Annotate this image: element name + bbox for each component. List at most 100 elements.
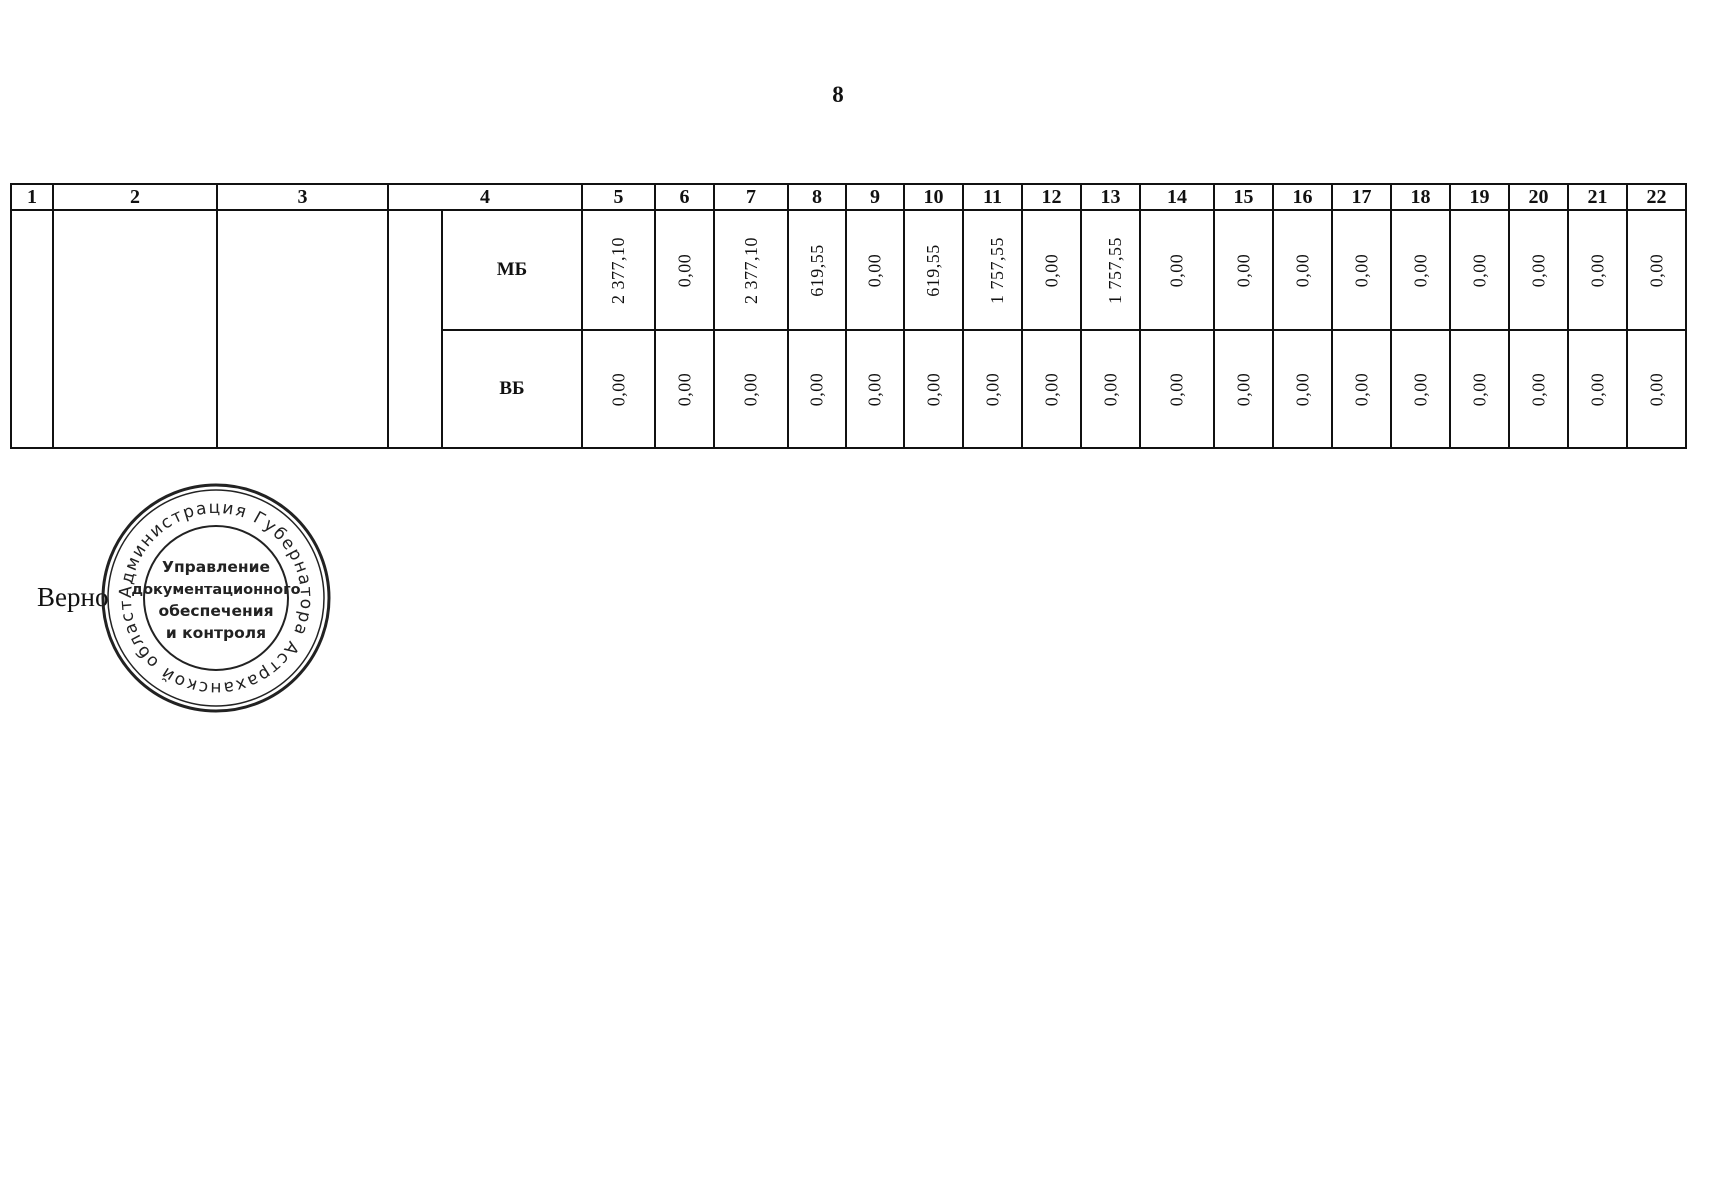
value-cell: 0,00 [1213,329,1274,449]
value-cell: 0,00 [1567,329,1628,449]
budget-table: 1 2 3 4 5 6 7 8 9 10 11 12 13 14 15 16 1… [10,183,1687,449]
value-cell: 0,00 [787,329,847,449]
value-cell: 0,00 [1508,209,1569,331]
seal-rings [101,483,331,713]
column-number: 8 [787,183,847,211]
value-cell: 0,00 [1331,329,1392,449]
value-cell: 2 377,10 [581,209,656,331]
value-cell: 619,55 [787,209,847,331]
empty-cell [216,209,389,449]
column-number: 10 [903,183,964,211]
value-text: 2 377,10 [740,236,761,304]
value-text: 0,00 [740,372,761,406]
column-number: 20 [1508,183,1569,211]
column-number: 16 [1272,183,1333,211]
value-cell: 0,00 [1139,329,1215,449]
value-text: 1 757,55 [1105,236,1125,304]
empty-cell [52,209,218,449]
column-number: 13 [1080,183,1141,211]
column-number-row: 1 2 3 4 5 6 7 8 9 10 11 12 13 14 15 16 1… [10,183,1687,211]
value-cell: 0,00 [1626,209,1687,331]
column-number: 22 [1626,183,1687,211]
value-text: 0,00 [1587,253,1607,287]
seal-center-line: обеспечения [158,602,273,620]
seal-center-line: Управление [162,558,270,576]
value-text: 0,00 [923,372,943,406]
column-number: 14 [1139,183,1215,211]
value-cell: 0,00 [713,329,789,449]
value-cell: 0,00 [654,209,715,331]
budget-source-cell: МБ [441,209,583,331]
value-text: 0,00 [1233,372,1253,406]
value-text: 619,55 [923,243,943,297]
column-number: 15 [1213,183,1274,211]
table-row: МБ 2 377,10 0,00 2 377,10 619,55 0,00 61… [10,209,1687,449]
value-cell: 0,00 [1080,329,1141,449]
value-cell: 0,00 [1021,329,1082,449]
value-cell: 0,00 [581,329,656,449]
value-text: 619,55 [806,243,827,297]
value-text: 0,00 [864,253,885,287]
value-text: 0,00 [1528,372,1548,406]
page-number: 8 [832,82,844,107]
value-cell: 0,00 [654,329,715,449]
certification-text: Верно [37,582,109,612]
value-text: 0,00 [1469,372,1489,406]
value-cell: 0,00 [1272,329,1333,449]
value-text: 0,00 [674,253,694,287]
column-number: 11 [962,183,1023,211]
value-cell: 2 377,10 [713,209,789,331]
seal-center-line: документационного [131,582,300,598]
column-number: 9 [845,183,905,211]
value-text: 0,00 [1041,253,1061,287]
column-number: 19 [1449,183,1510,211]
value-text: 1 757,55 [987,236,1007,304]
value-cell: 0,00 [1567,209,1628,331]
value-cell: 0,00 [1449,329,1510,449]
value-text: 0,00 [1351,372,1371,406]
column-number: 1 [10,183,54,211]
budget-source-cell: ВБ [441,329,583,449]
column-number: 21 [1567,183,1628,211]
table-row: ВБ 0,00 0,00 0,00 0,00 0,00 0,00 0,00 0,… [11,329,1687,449]
value-cell: 0,00 [962,329,1023,449]
value-cell: 0,00 [1626,329,1687,449]
value-text: 0,00 [1041,372,1061,406]
value-text: 0,00 [1233,253,1253,287]
value-text: 0,00 [608,372,628,406]
value-text: 0,00 [674,372,694,406]
value-text: 0,00 [1166,372,1187,406]
column-number: 17 [1331,183,1392,211]
value-text: 0,00 [1166,253,1187,287]
value-cell: 0,00 [1390,329,1451,449]
value-cell: 0,00 [845,209,905,331]
value-text: 0,00 [806,372,827,406]
value-cell: 0,00 [903,329,964,449]
value-text: 0,00 [864,372,885,406]
value-text: 0,00 [1100,372,1120,406]
value-cell: 1 757,55 [962,209,1023,331]
column-number: 6 [654,183,715,211]
column-number: 5 [581,183,656,211]
value-cell: 0,00 [1331,209,1392,331]
value-text: 0,00 [982,372,1002,406]
value-cell: 0,00 [1139,209,1215,331]
value-text: 0,00 [1351,253,1371,287]
column-number: 7 [713,183,789,211]
value-text: 0,00 [1292,253,1312,287]
value-text: 0,00 [1528,253,1548,287]
column-number: 4 [387,183,583,211]
empty-cell [387,209,443,449]
value-text: 0,00 [1646,372,1666,406]
value-cell: 0,00 [1213,209,1274,331]
column-number: 18 [1390,183,1451,211]
official-seal: Администрация Губернатора Астраханской о… [98,480,331,713]
value-cell: 0,00 [1021,209,1082,331]
seal-center-line: и контроля [166,624,266,642]
column-number: 2 [52,183,218,211]
value-text: 0,00 [1646,253,1666,287]
empty-cell [10,209,54,449]
value-text: 0,00 [1469,253,1489,287]
value-text: 0,00 [1410,372,1430,406]
value-cell: 1 757,55 [1080,209,1141,331]
